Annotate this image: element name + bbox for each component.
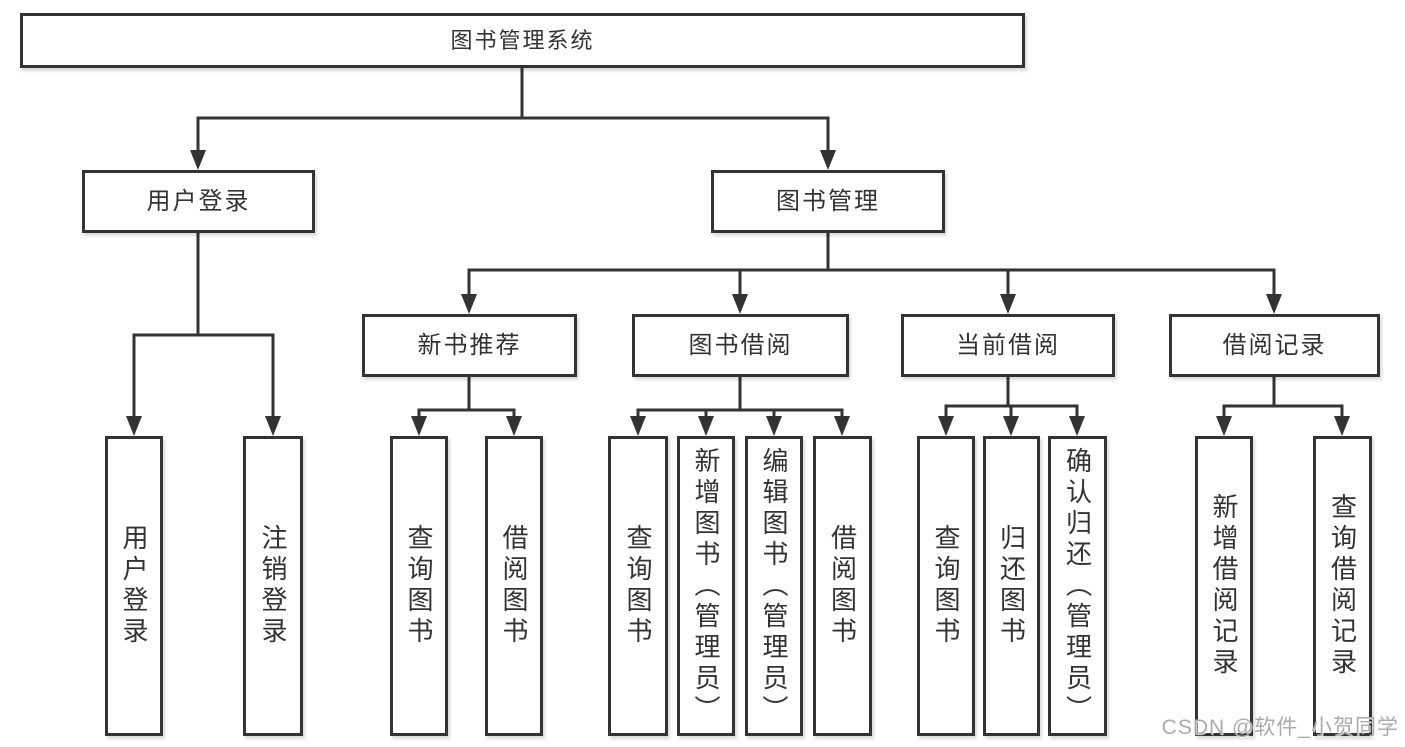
leaf-borrow-books: 借阅图书 xyxy=(813,436,872,736)
node-library-system: 图书管理系统 xyxy=(20,13,1025,68)
arrow-down-icon xyxy=(1003,416,1019,436)
arrow-down-icon xyxy=(461,294,477,314)
connector-line xyxy=(132,68,1344,419)
node-book-management: 图书管理 xyxy=(711,170,945,233)
arrow-down-icon xyxy=(506,416,522,436)
arrow-down-icon xyxy=(1000,294,1016,314)
leaf-add-borrow-record: 新增借阅记录 xyxy=(1195,436,1253,736)
leaf-query-books-borrow: 查询图书 xyxy=(608,436,668,736)
arrow-down-icon xyxy=(698,416,714,436)
leaf-query-books-recommend: 查询图书 xyxy=(390,436,448,736)
leaf-query-books-current: 查询图书 xyxy=(917,436,975,736)
watermark: CSDN @软件_小贺同学 xyxy=(1161,716,1399,739)
arrow-down-icon xyxy=(190,150,206,170)
arrow-down-icon xyxy=(732,294,748,314)
arrow-down-icon xyxy=(834,416,850,436)
leaf-return-book: 归还图书 xyxy=(983,436,1040,736)
node-book-borrowing: 图书借阅 xyxy=(632,314,849,377)
leaf-logout: 注销登录 xyxy=(243,436,303,736)
leaf-edit-book-admin: 编辑图书（管理员） xyxy=(745,436,803,736)
leaf-query-borrow-record: 查询借阅记录 xyxy=(1313,436,1372,736)
arrow-down-icon xyxy=(1266,294,1282,314)
leaf-borrow-books-recommend: 借阅图书 xyxy=(485,436,543,736)
arrow-down-icon xyxy=(1334,416,1350,436)
arrow-down-icon xyxy=(265,416,281,436)
node-user-login: 用户登录 xyxy=(82,170,315,233)
arrow-down-icon xyxy=(630,416,646,436)
leaf-confirm-return-admin: 确认归还（管理员） xyxy=(1048,436,1107,736)
arrow-down-icon xyxy=(1216,416,1232,436)
node-borrowing-records: 借阅记录 xyxy=(1169,314,1380,377)
node-current-borrowing: 当前借阅 xyxy=(901,314,1115,377)
leaf-user-login: 用户登录 xyxy=(105,436,163,736)
leaf-add-book-admin: 新增图书（管理员） xyxy=(677,436,735,736)
arrow-down-icon xyxy=(938,416,954,436)
arrow-down-icon xyxy=(411,416,427,436)
arrow-down-icon xyxy=(1069,416,1085,436)
arrow-down-icon xyxy=(820,150,836,170)
arrow-down-icon xyxy=(766,416,782,436)
arrow-down-icon xyxy=(126,416,142,436)
node-new-book-recommend: 新书推荐 xyxy=(362,314,577,377)
